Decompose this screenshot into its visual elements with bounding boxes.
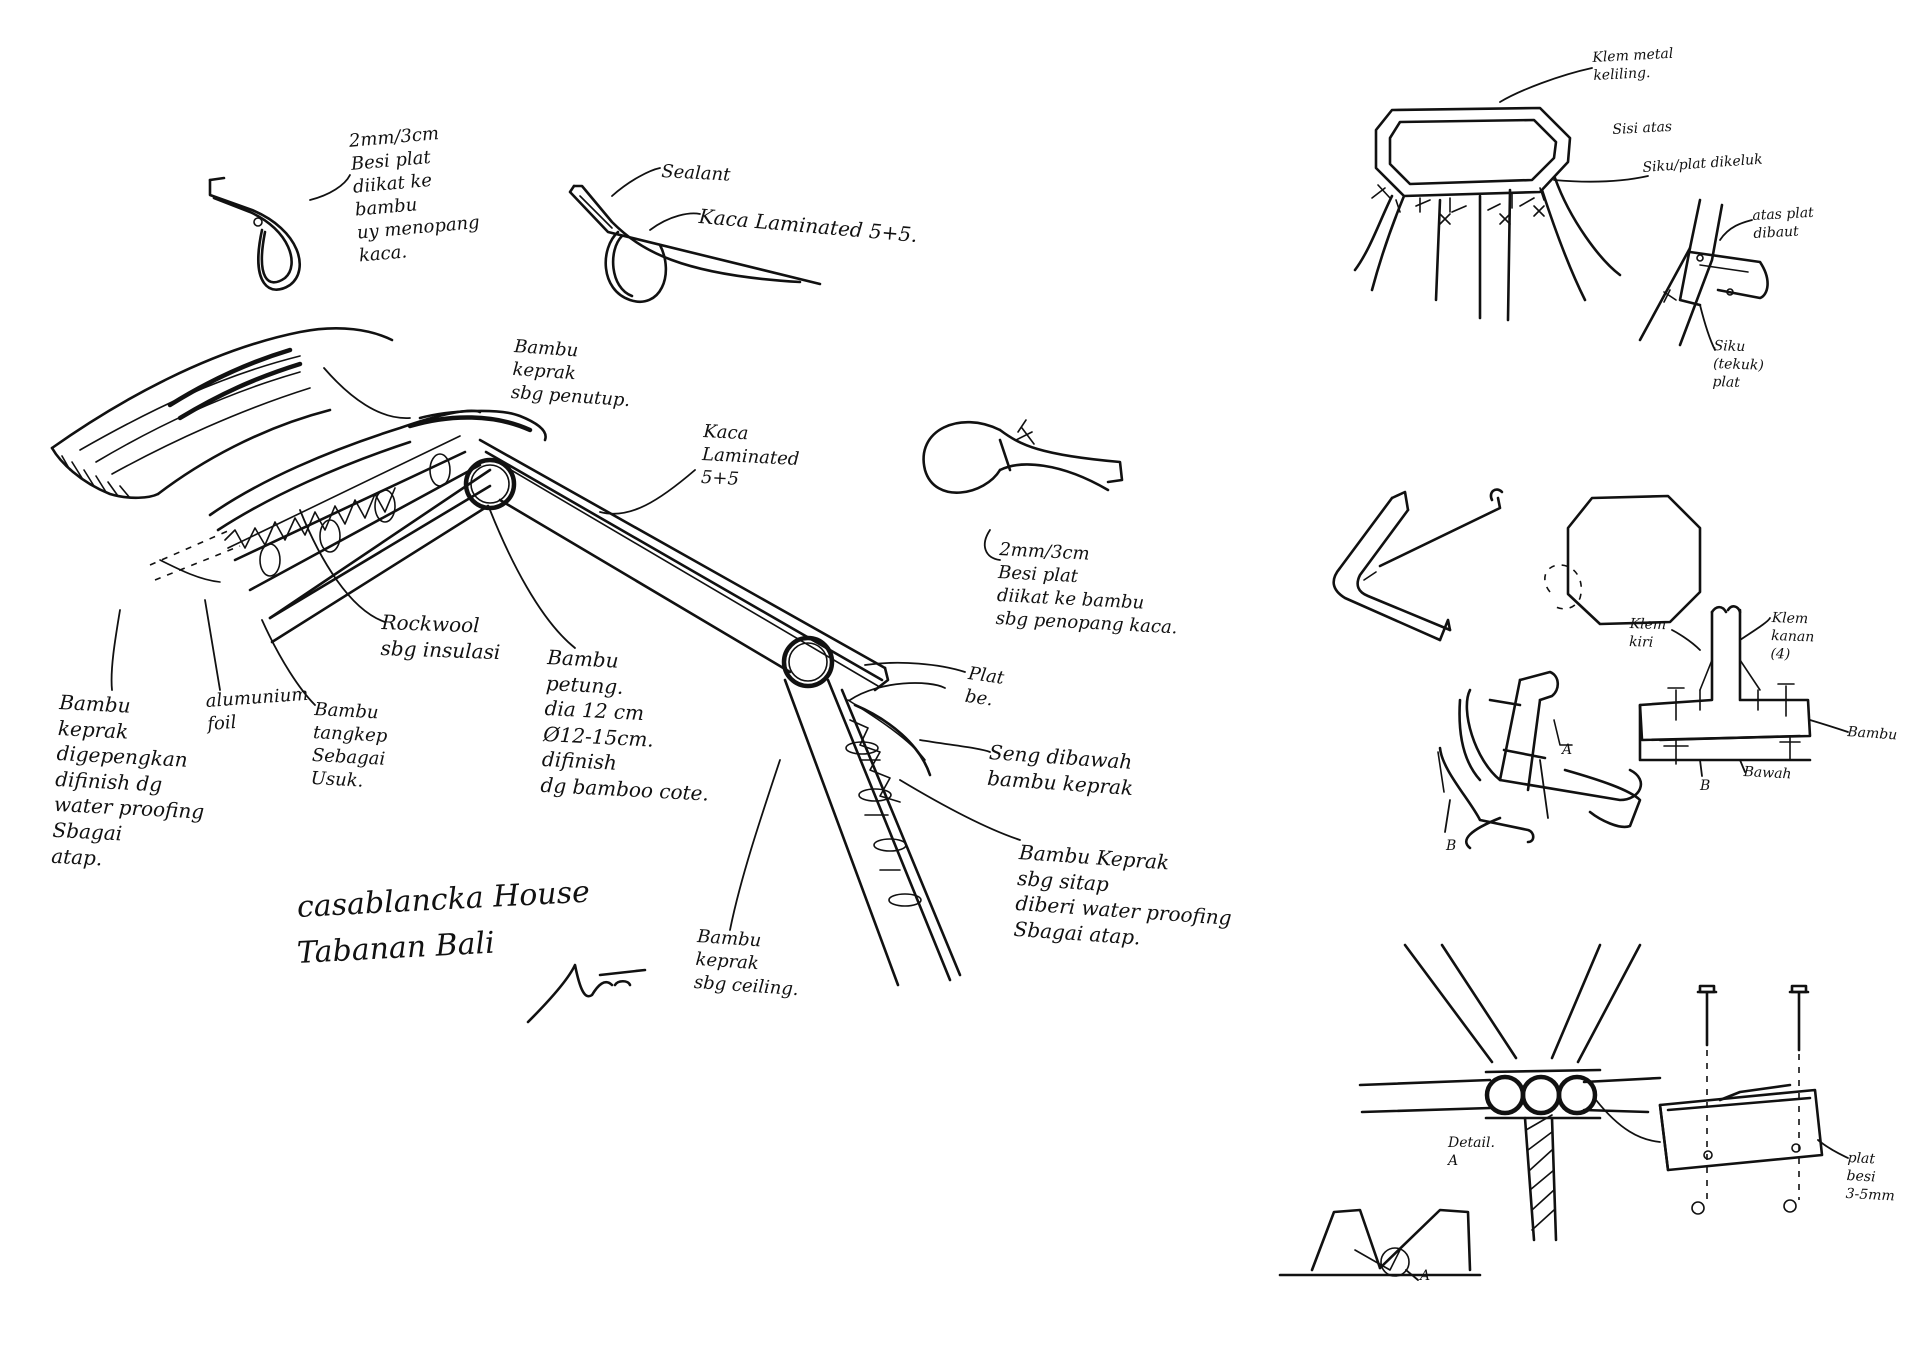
clip-detail-right bbox=[922, 419, 1124, 561]
label-plate-top: 2mm/3cm Besi plat diikat ke bambu uy men… bbox=[348, 123, 481, 267]
label-sealant: Sealant bbox=[660, 160, 731, 186]
glass-slope bbox=[478, 438, 890, 692]
label-klem-kiri: Klem kiri bbox=[1628, 616, 1667, 651]
roof-layer-left bbox=[208, 409, 547, 620]
bolt-plate-detail bbox=[1658, 984, 1849, 1215]
label-bambu-tangkep: Bambu tangkep Sebagai Usuk. bbox=[310, 698, 388, 792]
label-bambu-petung: Bambu petung. dia 12 cm Ø12-15cm. difini… bbox=[540, 645, 710, 806]
roof-underside bbox=[149, 484, 492, 644]
label-bambu-keprak-atap: Bambu keprak digepengkan difinish dg wat… bbox=[50, 690, 205, 870]
label-bawah: Bawah bbox=[1743, 764, 1792, 783]
truss-elevation bbox=[1278, 1208, 1482, 1281]
label-atas-plat: atas plat dibaut bbox=[1752, 204, 1815, 242]
klem-assembly-sketch bbox=[1437, 670, 1643, 850]
label-rockwool: Rockwool sbg insulasi bbox=[380, 610, 501, 664]
label-bambu-keprak-penutup: Bambu keprak sbg penutup. bbox=[510, 335, 631, 412]
column-bamboo bbox=[781, 635, 962, 987]
marker-c: B bbox=[1446, 838, 1457, 854]
marker-a2: A bbox=[1420, 1268, 1431, 1284]
clip-detail-top-left bbox=[208, 174, 351, 291]
marker-a: A bbox=[1562, 742, 1573, 758]
ridge-bamboo bbox=[463, 457, 517, 511]
label-klem-metal: Klem metal keliling. bbox=[1592, 45, 1674, 84]
label-klem-kanan: Klem kanan (4) bbox=[1770, 610, 1815, 663]
label-bambu-keprak-ceiling: Bambu keprak sbg ceiling. bbox=[693, 925, 800, 1001]
label-detail-a: Detail. A bbox=[1448, 1135, 1495, 1169]
octagon-ring-detail bbox=[1353, 67, 1649, 322]
octagon-section bbox=[1544, 494, 1702, 626]
label-bambu-right: Bambu bbox=[1846, 724, 1898, 744]
main-leaders bbox=[110, 367, 1021, 931]
label-sisi-atas: Sisi atas bbox=[1612, 118, 1673, 138]
angled-plate-detail bbox=[1638, 198, 1769, 351]
t-joint-detail bbox=[1638, 605, 1849, 777]
triple-bamboo-joint bbox=[1358, 943, 1662, 1242]
label-plate-right: 2mm/3cm Besi plat diikat ke bambu sbg pe… bbox=[995, 538, 1178, 639]
label-kaca-laminated: Kaca Laminated 5+5 bbox=[700, 420, 800, 490]
bamboo-bend-detail bbox=[1332, 488, 1504, 642]
label-aluminium-foil: alumunium foil bbox=[205, 683, 310, 735]
marker-b: B bbox=[1700, 778, 1711, 794]
label-siku-tekuk: Siku (tekuk) plat bbox=[1712, 338, 1765, 391]
label-seng: Seng dibawah bambu keprak bbox=[986, 740, 1134, 800]
label-plat-besi-bottom: plat besi 3-5mm bbox=[1845, 1150, 1896, 1205]
signature bbox=[526, 963, 647, 1024]
label-bambu-keprak-sitap: Bambu Keprak sbg sitap diberi water proo… bbox=[1012, 840, 1233, 950]
keprak-bamboo-curl bbox=[50, 327, 394, 500]
label-plat-besi: Plat be. bbox=[963, 662, 1006, 711]
clip-detail-top-middle bbox=[568, 167, 822, 303]
